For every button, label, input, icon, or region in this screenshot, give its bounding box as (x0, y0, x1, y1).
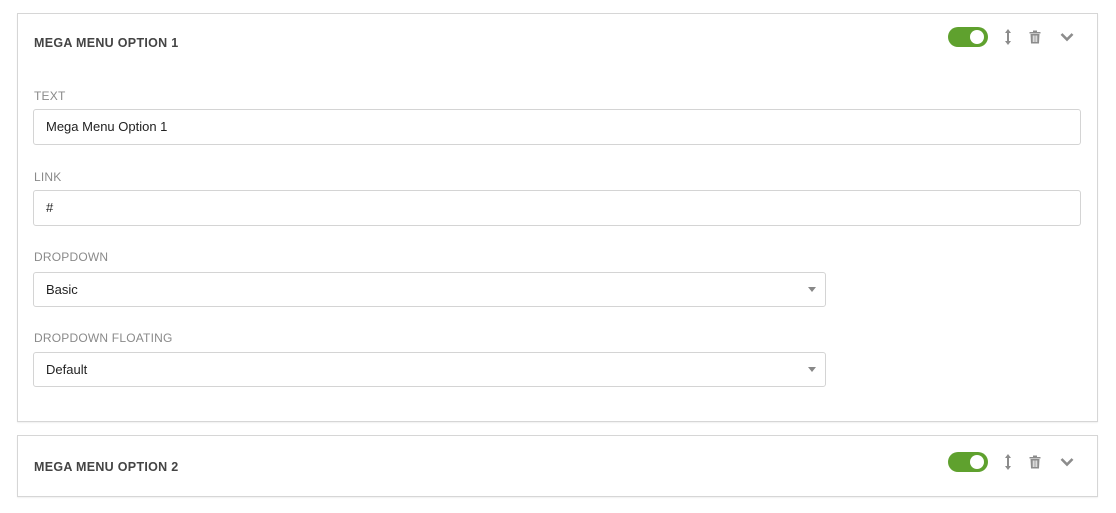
panel-controls (948, 27, 1075, 47)
caret-down-icon (808, 367, 816, 372)
text-field-label: TEXT (34, 89, 66, 103)
link-field-label: LINK (34, 170, 62, 184)
dropdown-floating-field-label: DROPDOWN FLOATING (34, 331, 173, 345)
dropdown-floating-select[interactable]: Default (33, 352, 826, 387)
trash-icon[interactable] (1029, 27, 1041, 47)
caret-down-icon (808, 287, 816, 292)
chevron-down-icon[interactable] (1059, 27, 1075, 47)
menu-option-panel-2: MEGA MENU OPTION 2 (17, 435, 1098, 497)
enable-toggle[interactable] (948, 27, 988, 47)
enable-toggle[interactable] (948, 452, 988, 472)
trash-icon[interactable] (1029, 452, 1041, 472)
panel-controls (948, 452, 1075, 472)
menu-option-panel-1: MEGA MENU OPTION 1 TEXT Mega Menu Option… (17, 13, 1098, 422)
panel-title: MEGA MENU OPTION 2 (34, 460, 179, 474)
panel-title: MEGA MENU OPTION 1 (34, 36, 179, 50)
link-input[interactable]: # (33, 190, 1081, 226)
text-input[interactable]: Mega Menu Option 1 (33, 109, 1081, 145)
dropdown-field-label: DROPDOWN (34, 250, 109, 264)
move-icon[interactable] (1003, 27, 1013, 47)
toggle-knob (970, 455, 984, 469)
dropdown-select[interactable]: Basic (33, 272, 826, 307)
dropdown-select-value: Basic (46, 282, 78, 297)
chevron-down-icon[interactable] (1059, 452, 1075, 472)
move-icon[interactable] (1003, 452, 1013, 472)
toggle-knob (970, 30, 984, 44)
dropdown-floating-select-value: Default (46, 362, 88, 377)
